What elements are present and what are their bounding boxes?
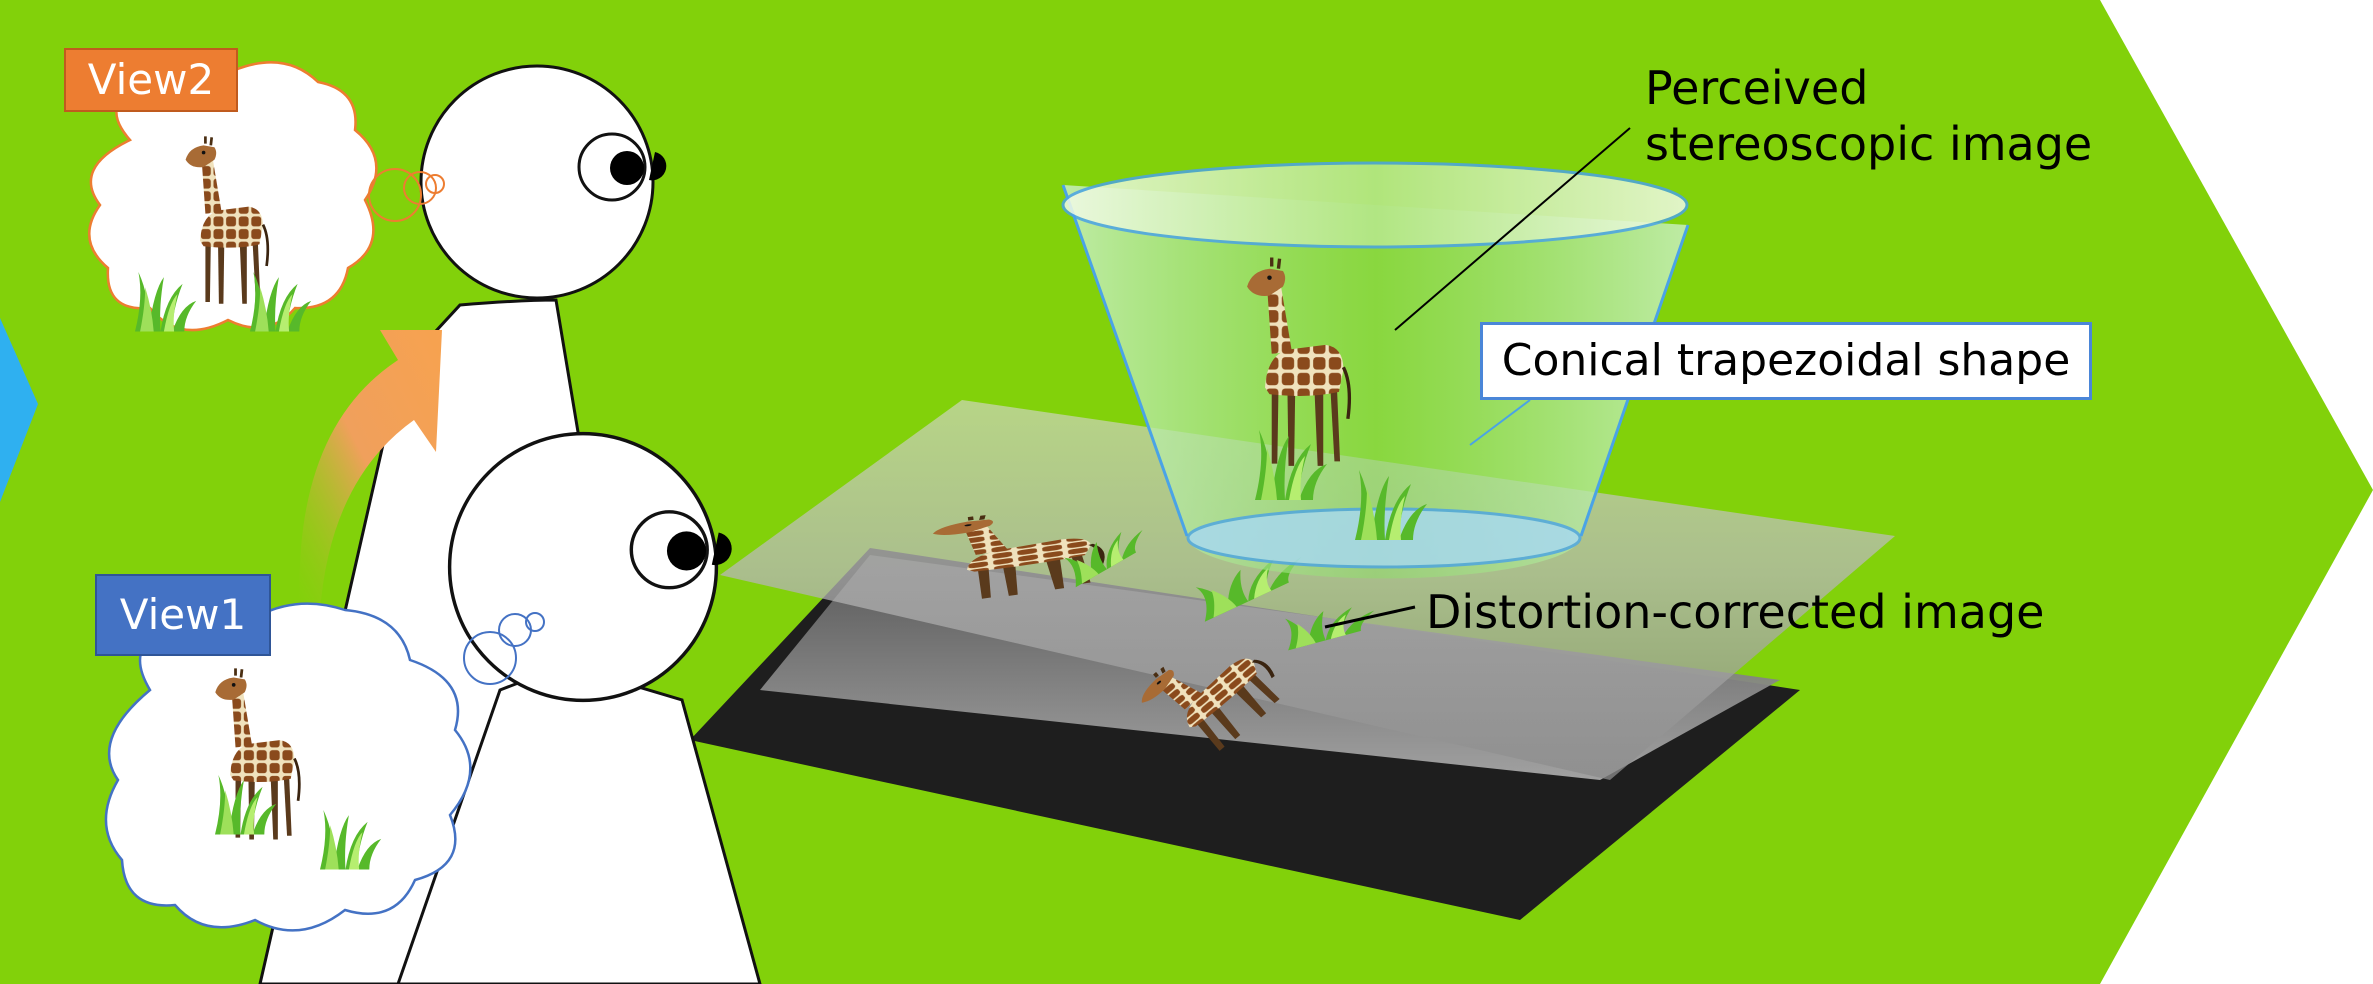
view1-label: View1: [95, 574, 271, 656]
view2-label: View2: [64, 48, 238, 112]
perceived-label-line2: stereoscopic image: [1645, 116, 2092, 172]
perceived-image-label: Perceived stereoscopic image: [1645, 60, 2092, 172]
conical-shape-label: Conical trapezoidal shape: [1480, 322, 2092, 400]
perceived-label-line1: Perceived: [1645, 60, 2092, 116]
distortion-corrected-label: Distortion-corrected image: [1426, 584, 2044, 640]
